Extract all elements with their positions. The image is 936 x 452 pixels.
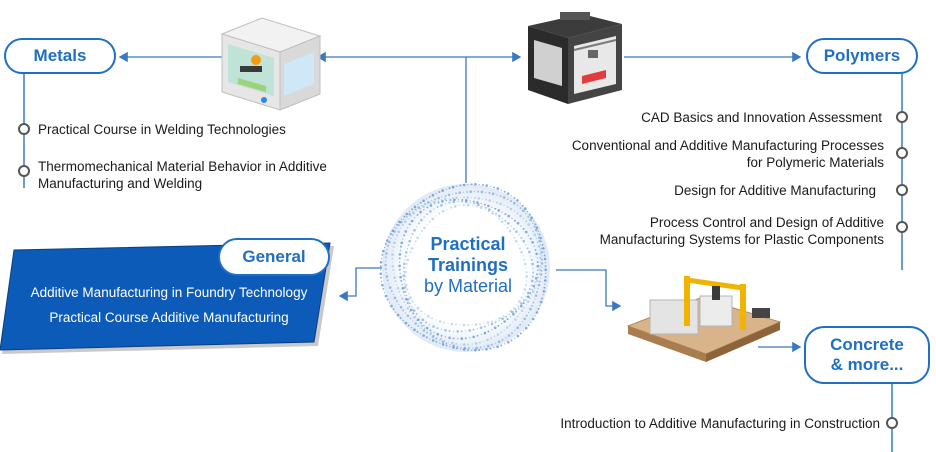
metals-item-dot [18, 165, 30, 177]
concrete-label-line2: & more... [830, 355, 904, 374]
concrete-label-line1: Concrete [830, 335, 904, 354]
metals-item-text: Thermomechanical Material Behavior in Ad… [38, 159, 327, 174]
polymers-item-conventional[interactable]: Conventional and Additive Manufacturing … [520, 137, 884, 171]
polymers-badge[interactable]: Polymers [806, 38, 918, 74]
polymers-item-text: for Polymeric Materials [746, 155, 884, 170]
polymers-item-dot [896, 147, 908, 159]
metals-item-dot [18, 123, 30, 135]
general-badge[interactable]: General [218, 238, 330, 276]
metals-label: Metals [33, 46, 87, 65]
metals-item-thermomechanical[interactable]: Thermomechanical Material Behavior in Ad… [38, 158, 368, 192]
construction-printer-icon [626, 276, 782, 362]
concrete-item-text: Introduction to Additive Manufacturing i… [560, 416, 880, 431]
polymers-timeline [896, 74, 908, 270]
concrete-badge[interactable]: Concrete & more... [804, 326, 930, 384]
polymers-item-dot [896, 221, 908, 233]
polymers-item-design[interactable]: Design for Additive Manufacturing [520, 182, 876, 199]
polymers-item-cad[interactable]: CAD Basics and Innovation Assessment [520, 109, 882, 126]
general-item-text: Practical Course Additive Manufacturing [49, 310, 289, 325]
concrete-item-dot [886, 417, 898, 429]
metals-badge[interactable]: Metals [4, 38, 116, 74]
center-title-line3: by Material [423, 276, 513, 296]
polymers-item-text: Conventional and Additive Manufacturing … [571, 138, 884, 153]
polymers-item-dot [896, 184, 908, 196]
metals-timeline [18, 74, 30, 188]
concrete-timeline [886, 384, 898, 452]
polymers-item-text: Design for Additive Manufacturing [674, 183, 876, 198]
metals-item-welding[interactable]: Practical Course in Welding Technologies [38, 121, 358, 138]
metals-item-text: Practical Course in Welding Technologies [38, 122, 286, 137]
polymers-item-text: Manufacturing Systems for Plastic Compon… [599, 232, 884, 247]
general-label: General [242, 247, 306, 266]
dotted-sphere-icon [379, 183, 550, 352]
polymers-item-process-control[interactable]: Process Control and Design of Additive M… [520, 214, 884, 248]
concrete-item-construction[interactable]: Introduction to Additive Manufacturing i… [520, 415, 880, 432]
polymers-label: Polymers [823, 46, 901, 65]
polymers-item-text: CAD Basics and Innovation Assessment [641, 110, 882, 125]
polymers-item-dot [896, 111, 908, 123]
general-item-text: Additive Manufacturing in Foundry Techno… [30, 285, 308, 300]
general-item-practical[interactable]: Practical Course Additive Manufacturing [16, 310, 322, 325]
general-item-foundry[interactable]: Additive Manufacturing in Foundry Techno… [16, 285, 322, 300]
center-title-line2: Trainings [427, 255, 508, 275]
printer-metal-icon [220, 17, 322, 111]
center-title: Practical Trainings by Material [400, 234, 536, 297]
metals-item-text: Manufacturing and Welding [38, 176, 203, 191]
connectors [118, 51, 802, 353]
center-title-line1: Practical [430, 234, 506, 254]
polymers-item-text: Process Control and Design of Additive [649, 215, 884, 230]
printer-polymer-icon [528, 12, 622, 104]
